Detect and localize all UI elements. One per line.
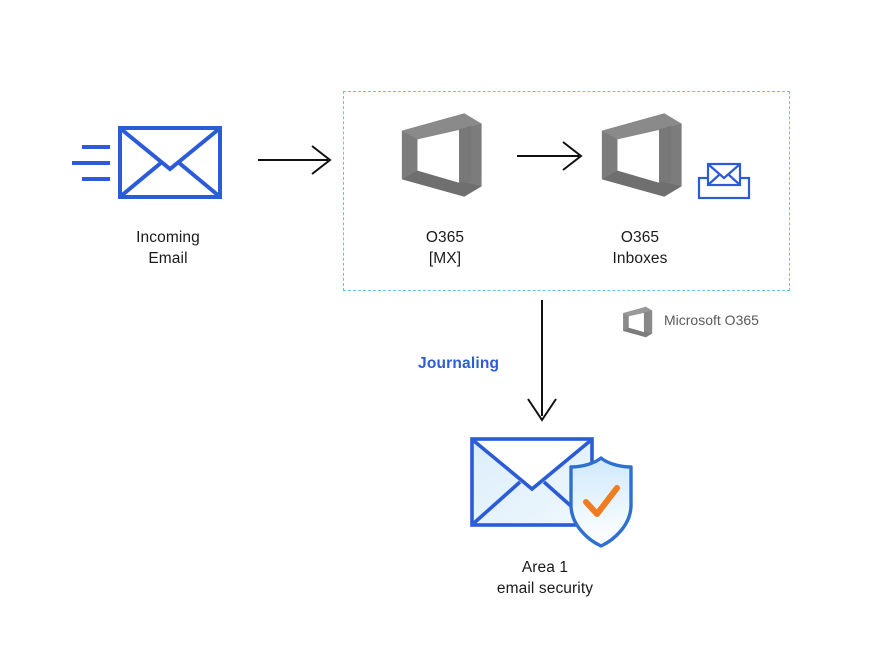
o365-inboxes-node[interactable] [580,105,710,205]
o365-mx-node[interactable] [380,105,510,205]
envelope-icon [118,126,222,199]
legend-label: Microsoft O365 [664,312,759,328]
o365-inboxes-label: O365 Inboxes [612,229,668,267]
journaling-edge-label: Journaling [418,355,500,372]
arrow-incoming-to-mx-icon [258,145,332,175]
motion-line-icon [82,145,110,149]
office-365-logo-icon [401,113,482,197]
inbox-tray-icon [697,162,751,200]
o365-mx-label: O365 [MX] [425,229,465,267]
area1-email-security-label: Area 1 email security [496,559,594,597]
incoming-email-node[interactable] [60,118,260,248]
office-365-logo-icon [623,306,653,338]
o365-boundary-zone [343,91,790,291]
motion-line-icon [72,161,110,165]
arrow-journaling-icon [527,300,557,422]
incoming-email-label: Incoming Email [136,229,200,267]
office-365-logo-icon [601,113,682,197]
shielded-envelope-icon[interactable] [468,432,633,550]
arrow-mx-to-inbox-icon [517,141,583,171]
legend-microsoft-o365: Microsoft O365 [618,302,788,344]
motion-line-icon [82,177,110,181]
